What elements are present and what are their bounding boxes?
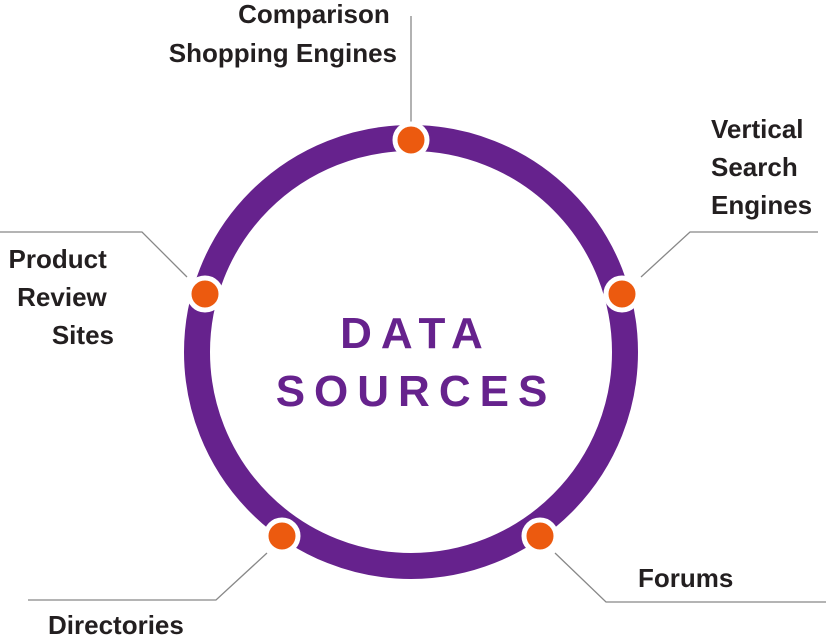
node-vertical-search-engines bbox=[603, 275, 641, 313]
label-directories: Directories bbox=[48, 610, 184, 639]
node-comparison-shopping-engines bbox=[392, 121, 430, 159]
center-title-line-1: DATA bbox=[340, 309, 492, 358]
center-title-line-2: SOURCES bbox=[276, 367, 557, 416]
label-product-line-2: Review bbox=[17, 282, 107, 312]
node-directories bbox=[263, 517, 301, 555]
connector-lines bbox=[0, 16, 826, 603]
label-vertical-line-1: Vertical bbox=[711, 114, 804, 144]
label-directories-line-1: Directories bbox=[48, 610, 184, 639]
label-comparison-line-2: Shopping Engines bbox=[169, 38, 397, 68]
label-product-line-3: Sites bbox=[52, 320, 114, 350]
connector-vertical-search-engines bbox=[640, 231, 818, 278]
label-comparison-shopping-engines: Comparison Shopping Engines bbox=[169, 0, 397, 68]
connector-directories bbox=[28, 552, 268, 601]
label-vertical-line-2: Search bbox=[711, 152, 798, 182]
label-vertical-search-engines: Vertical Search Engines bbox=[711, 114, 812, 220]
label-vertical-line-3: Engines bbox=[711, 190, 812, 220]
connector-product-review-sites bbox=[0, 231, 188, 278]
label-comparison-line-1: Comparison bbox=[238, 0, 390, 29]
label-forums: Forums bbox=[638, 563, 733, 593]
label-product-line-1: Product bbox=[9, 244, 108, 274]
node-product-review-sites bbox=[186, 275, 224, 313]
connector-forums bbox=[554, 552, 826, 603]
node-forums bbox=[521, 517, 559, 555]
source-nodes bbox=[186, 121, 641, 555]
label-product-review-sites: Product Review Sites bbox=[9, 244, 114, 350]
label-forums-line-1: Forums bbox=[638, 563, 733, 593]
